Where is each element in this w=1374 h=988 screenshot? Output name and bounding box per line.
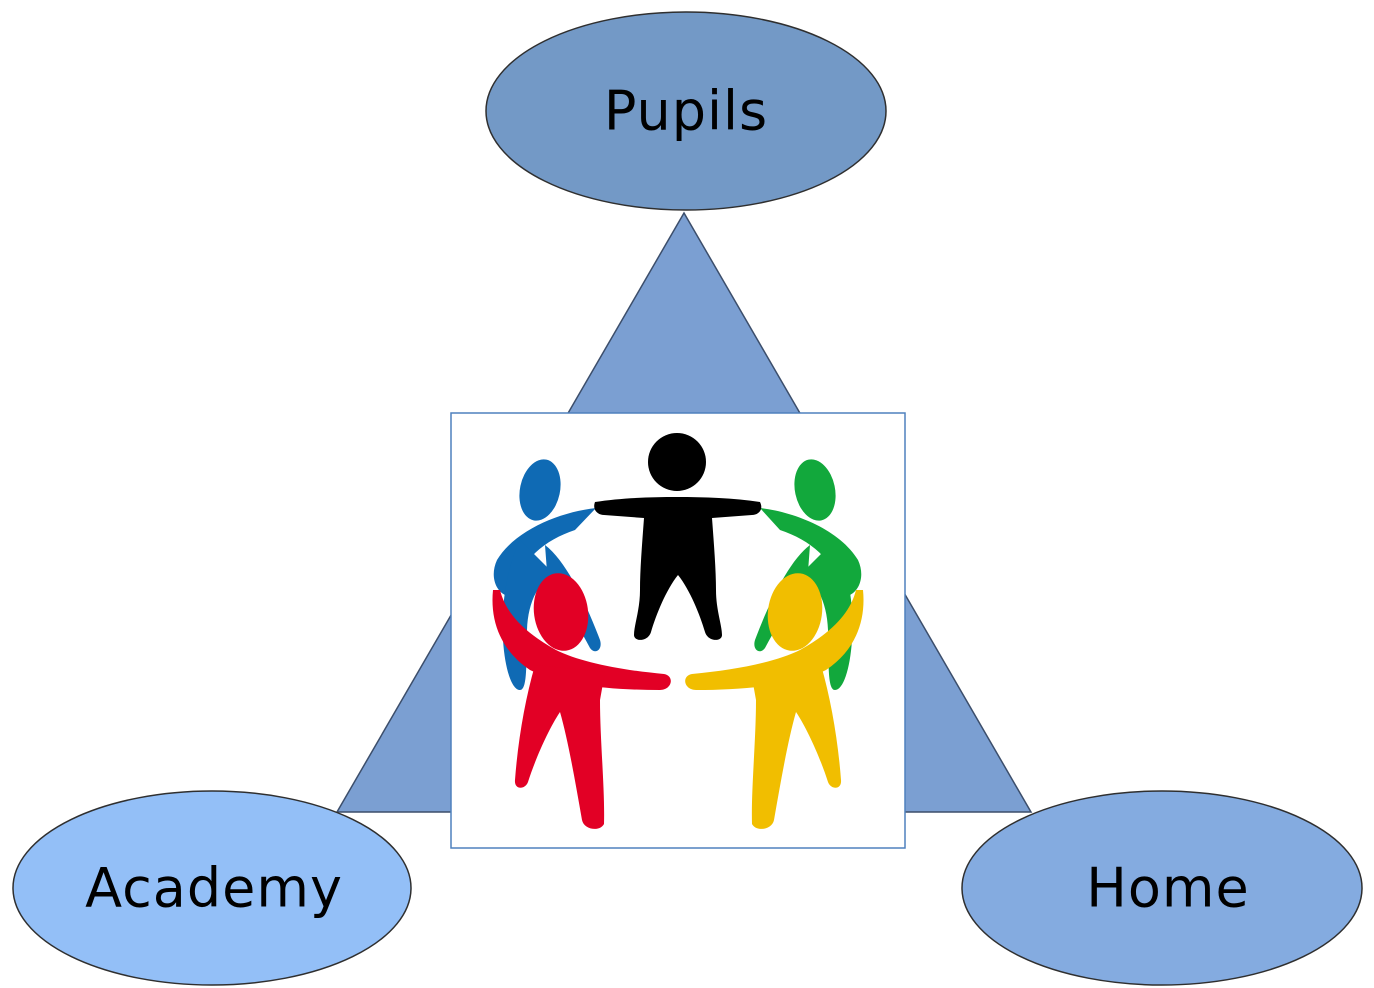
- node-academy-label: Academy: [85, 857, 343, 920]
- node-academy: Academy: [12, 790, 412, 986]
- node-home-label: Home: [1086, 857, 1249, 920]
- node-pupils: Pupils: [485, 11, 887, 211]
- black-person: [594, 433, 762, 640]
- node-pupils-shape: [485, 11, 887, 211]
- red-person: [492, 573, 671, 829]
- node-pupils-label: Pupils: [604, 80, 768, 143]
- center-image: [450, 412, 906, 849]
- yellow-person: [685, 573, 864, 829]
- node-home: Home: [961, 790, 1363, 986]
- people-circle-icon: [492, 433, 864, 829]
- node-academy-shape: [12, 790, 412, 986]
- node-home-shape: [961, 790, 1363, 986]
